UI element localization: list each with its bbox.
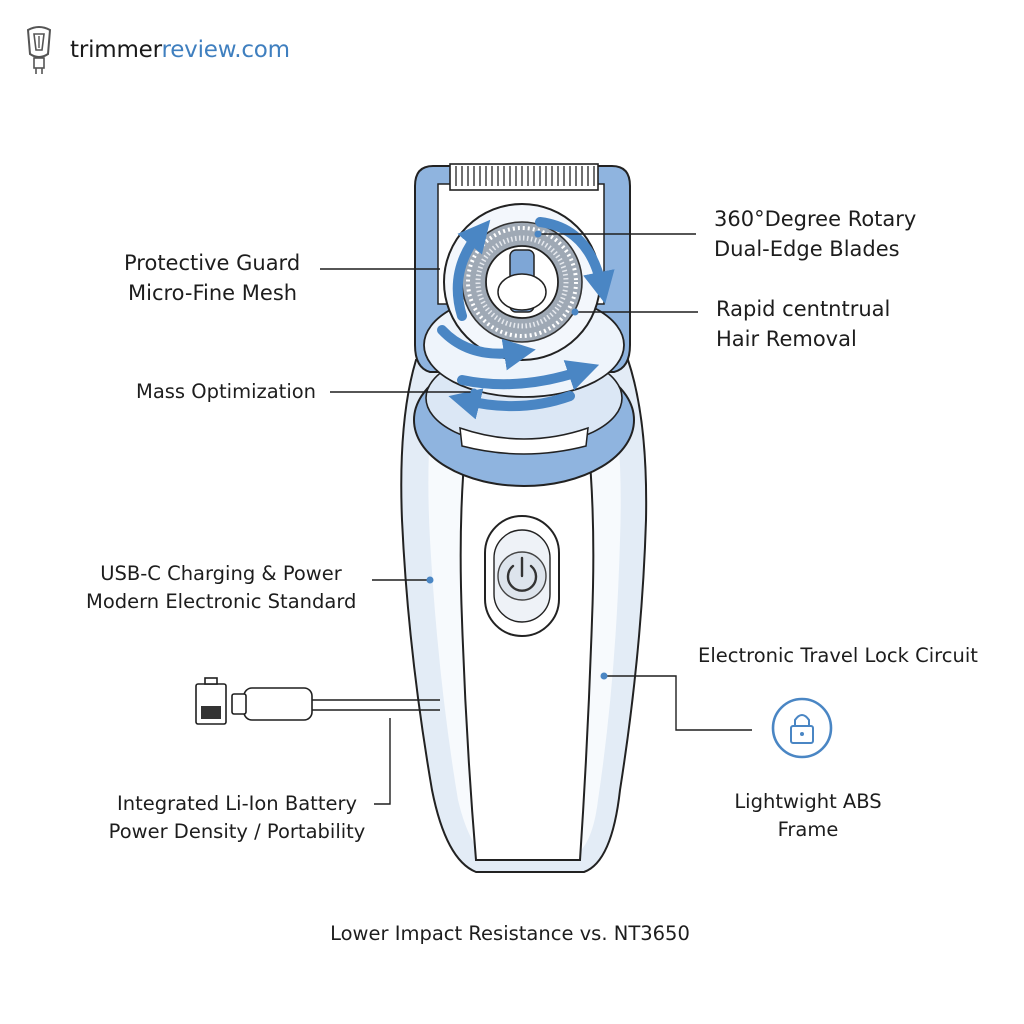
rotary-blade-head bbox=[443, 203, 601, 361]
leader-lines bbox=[320, 233, 752, 805]
trimmer-logo-icon bbox=[26, 26, 52, 74]
label-protective-guard: Protective Guard Micro-Fine Mesh bbox=[124, 251, 301, 305]
usb-plug-icon bbox=[231, 687, 313, 721]
brand-name-accent: review.com bbox=[161, 37, 290, 63]
brand: trimmerreview.com bbox=[22, 24, 290, 76]
label-travel-lock: Electronic Travel Lock Circuit bbox=[698, 644, 978, 667]
label-abs-frame: Lightwight ABS Frame bbox=[734, 790, 882, 841]
battery-icon bbox=[195, 677, 227, 725]
label-rapid-removal: Rapid centntrual Hair Removal bbox=[716, 297, 891, 351]
footer-note: Lower Impact Resistance vs. NT3650 bbox=[330, 922, 690, 945]
rotation-arrows-icon bbox=[437, 217, 615, 420]
lock-icon bbox=[771, 697, 833, 759]
label-li-ion-battery: Integrated Li-Ion Battery Power Density … bbox=[108, 792, 366, 843]
label-usb-charging: USB-C Charging & Power Modern Electronic… bbox=[86, 562, 357, 613]
leader-dots bbox=[426, 230, 608, 680]
usb-cable bbox=[195, 677, 440, 725]
label-mass-optimization: Mass Optimization bbox=[136, 380, 317, 403]
power-icon bbox=[506, 556, 538, 592]
label-rotary-blades: 360°Degree Rotary Dual-Edge Blades bbox=[714, 207, 917, 261]
power-button[interactable] bbox=[484, 515, 560, 637]
brand-name[interactable]: trimmerreview.com bbox=[70, 37, 290, 63]
brand-name-dark: trimmer bbox=[70, 37, 162, 63]
